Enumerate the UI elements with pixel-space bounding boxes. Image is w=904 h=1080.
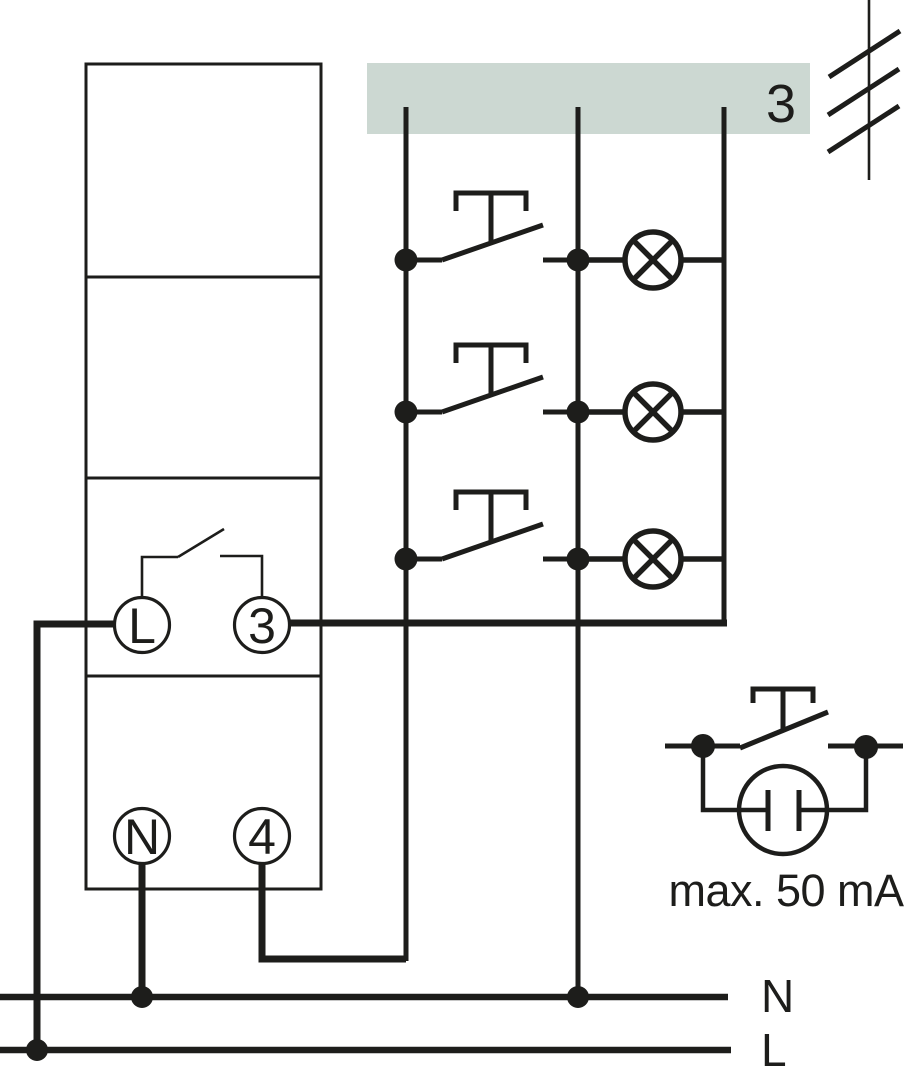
neutral-line-label: N: [761, 970, 794, 1022]
terminal-4: 4: [232, 806, 292, 866]
pushbutton-2: [406, 342, 578, 415]
cable-slash-3: [826, 103, 901, 155]
terminal-3-label: 3: [248, 598, 276, 654]
bus-bar-label: 3: [766, 74, 796, 134]
internal-switch-right-lead: [220, 554, 264, 597]
timer-device: L 3 N 4: [84, 62, 323, 891]
junction-dot: [566, 547, 590, 571]
lamp-2-cross-b: [631, 390, 675, 434]
internal-switch: [140, 527, 264, 597]
terminal-L-label: L: [128, 598, 156, 654]
junction-dot: [566, 248, 590, 272]
junction-dot: [854, 735, 878, 759]
internal-switch-blade: [177, 527, 225, 559]
legend-glowlamp-right-lead: [799, 746, 869, 813]
terminal-3: 3: [232, 595, 292, 655]
legend-glowlamp-left-lead: [700, 746, 768, 813]
max-current-label: max. 50 mA: [668, 865, 904, 916]
glow-lamp-icon: [736, 763, 830, 857]
illuminated-pushbutton-legend: max. 50 mA: [665, 686, 904, 916]
terminal-L: L: [112, 595, 172, 655]
junction-dot: [394, 248, 418, 272]
cable-slash-2: [826, 66, 901, 118]
junction-dot: [26, 1039, 48, 1061]
internal-switch-left-lead: [140, 555, 178, 597]
junction-dots: [26, 248, 590, 1061]
bus-bar: 3: [367, 63, 810, 134]
line-line-label: L: [761, 1024, 787, 1076]
junction-dot: [131, 986, 153, 1008]
pushbutton-3: [406, 489, 578, 562]
three-wire-cable-icon: [826, 0, 902, 180]
terminal-4-label: 4: [248, 809, 276, 865]
junction-dot: [394, 400, 418, 424]
lamp-1-cross-b: [631, 238, 675, 282]
terminal-L-circle: [112, 595, 172, 655]
lamp-1: [578, 229, 724, 291]
cable-slash-1: [827, 28, 902, 80]
junction-dot: [394, 547, 418, 571]
pushbutton-1: [406, 190, 578, 263]
junction-dot: [691, 734, 715, 758]
terminal-N: N: [112, 806, 172, 866]
junction-dot: [566, 400, 590, 424]
lamp-3: [578, 528, 724, 590]
main-wires: [0, 619, 731, 1054]
terminal-N-label: N: [124, 809, 160, 865]
wire-4-terminal-to-left-rail: [258, 862, 406, 963]
wire-L-terminal-to-L-line: [33, 620, 114, 1050]
bus-bar-fill: [367, 63, 810, 134]
lamp-3-cross-b: [631, 537, 675, 581]
junction-dot: [567, 986, 589, 1008]
lamp-2: [578, 381, 724, 443]
